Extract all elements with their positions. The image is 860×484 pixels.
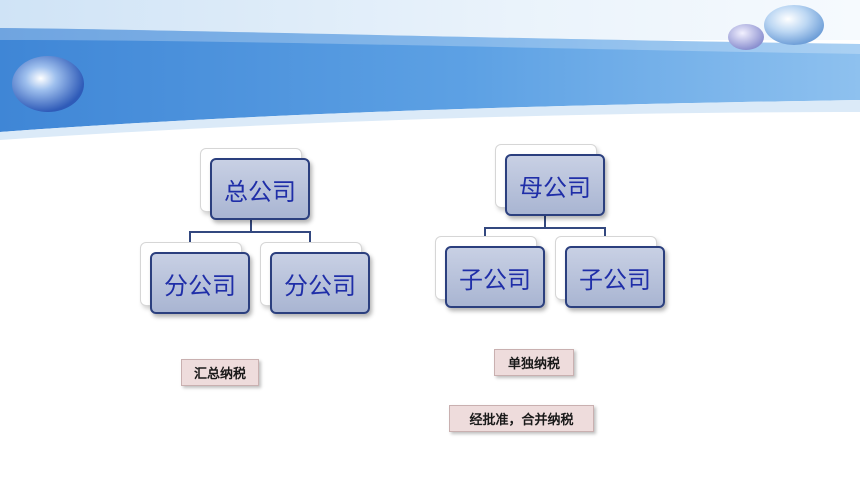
right-tax-tag-separate: 单独纳税 [494, 349, 574, 376]
right-connector-bar [484, 227, 606, 229]
left-connector-stem [250, 220, 252, 232]
left-connector-bar [189, 231, 311, 233]
left-tax-tag: 汇总纳税 [181, 359, 259, 386]
left-child-label-1: 分公司 [150, 252, 250, 314]
left-child-label-2: 分公司 [270, 252, 370, 314]
right-tax-tag-consolidated: 经批准，合并纳税 [449, 405, 594, 432]
right-child-label-1: 子公司 [445, 246, 545, 308]
right-child-label-2: 子公司 [565, 246, 665, 308]
right-child-node-1: 子公司 [435, 236, 545, 308]
right-root-node: 母公司 [495, 144, 605, 216]
left-root-label: 总公司 [210, 158, 310, 220]
left-root-node: 总公司 [200, 148, 310, 220]
left-child-node-1: 分公司 [140, 242, 250, 314]
header-banner [0, 0, 860, 140]
right-child-node-2: 子公司 [555, 236, 665, 308]
left-child-node-2: 分公司 [260, 242, 370, 314]
right-root-label: 母公司 [505, 154, 605, 216]
right-connector-stem [544, 216, 546, 228]
